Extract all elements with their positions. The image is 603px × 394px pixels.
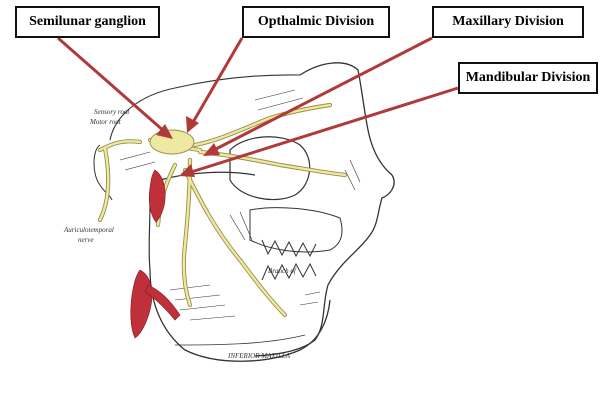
artery-shapes <box>131 170 180 338</box>
maxillary-division-label: Maxillary Division <box>432 6 584 38</box>
mandibular-arrow <box>188 88 458 173</box>
inferior-maxilla-label: INFERIOR MAXILLA <box>228 352 290 360</box>
auriculotemporal-nerve-label: nerve <box>78 236 94 244</box>
maxillary-arrow <box>212 38 432 151</box>
semilunar-ganglion-label: Semilunar ganglion <box>15 6 160 38</box>
mandibular-division-label: Mandibular Division <box>458 62 598 94</box>
branch-label: Branch of <box>268 267 296 275</box>
sensory-root-label: Sensory root <box>94 108 129 116</box>
ophthalmic-division-label: Opthalmic Division <box>242 6 390 38</box>
semilunar-ganglion-shape <box>150 130 194 154</box>
motor-root-label: Motor root <box>90 118 121 126</box>
ophthalmic-arrowhead <box>186 116 199 133</box>
mandibular-arrowhead <box>179 164 195 177</box>
auriculotemporal-label: Auriculotemporal <box>64 226 114 234</box>
ophthalmic-arrow <box>192 38 242 124</box>
